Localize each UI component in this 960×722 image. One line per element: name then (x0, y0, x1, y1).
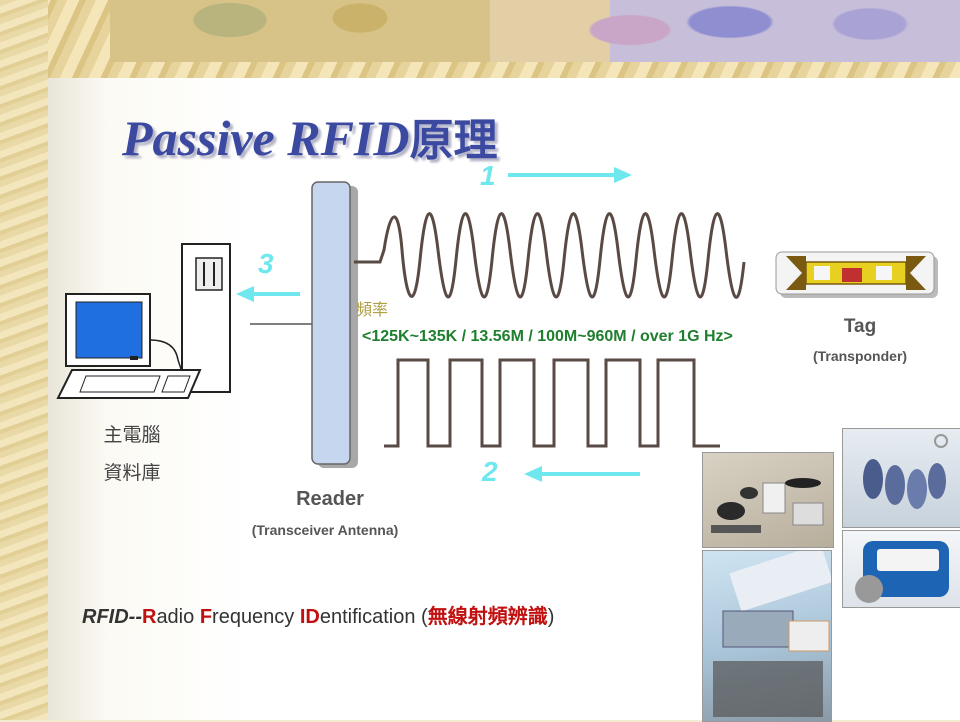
reader-label: Reader (296, 488, 364, 510)
keyboard-icon (56, 369, 202, 399)
host-computer-label: 主電腦 (103, 425, 161, 446)
carrier-sine-wave (354, 212, 746, 299)
footer-part: entification ( (319, 606, 428, 628)
keyfob-tags-photo (842, 428, 960, 528)
title-cjk: 原理 (409, 115, 498, 166)
step-2-label: 2 (482, 456, 498, 487)
reader-antenna-icon (311, 181, 358, 468)
footer-letter: R (141, 606, 157, 628)
footer-letter: ID (299, 606, 320, 628)
footer-part: adio (156, 606, 200, 628)
rfid-tag-icon (775, 251, 938, 298)
arrow-right-icon (508, 167, 632, 183)
rfid-definition: RFID--Radio Frequency IDentification (無線… (82, 600, 554, 629)
slide-title: Passive RFID原理 (122, 104, 498, 168)
frequency-range: <125K~135K / 13.56M / 100M~960M / over 1… (362, 328, 733, 345)
arrow-left-icon (524, 466, 640, 482)
left-border-decoration (0, 0, 48, 720)
footer-chinese: 無線射頻辨識 (427, 604, 548, 628)
reader-sublabel: (Transceiver Antenna) (251, 522, 399, 538)
footer-part: RFID-- (82, 606, 142, 628)
tag-samples-photo (702, 452, 834, 548)
footer-part: requency (212, 606, 300, 628)
data-square-wave (384, 358, 720, 448)
frequency-label: 頻率 (356, 302, 389, 319)
computer-tower-icon (181, 243, 231, 393)
step-1-label: 1 (480, 160, 496, 191)
footer-part: ) (547, 606, 555, 628)
floral-banner (110, 0, 960, 62)
arrow-left-icon (236, 286, 300, 302)
echo-point-tag-photo (842, 530, 960, 608)
razor-package-photo (702, 550, 832, 722)
tag-label: Tag (843, 316, 877, 337)
database-label: 資料庫 (103, 463, 161, 484)
footer-letter: F (199, 606, 213, 628)
title-latin: Passive RFID (122, 110, 410, 166)
computer-monitor-icon (65, 293, 183, 373)
step-3-label: 3 (258, 248, 274, 279)
tag-sublabel: (Transponder) (812, 348, 908, 364)
